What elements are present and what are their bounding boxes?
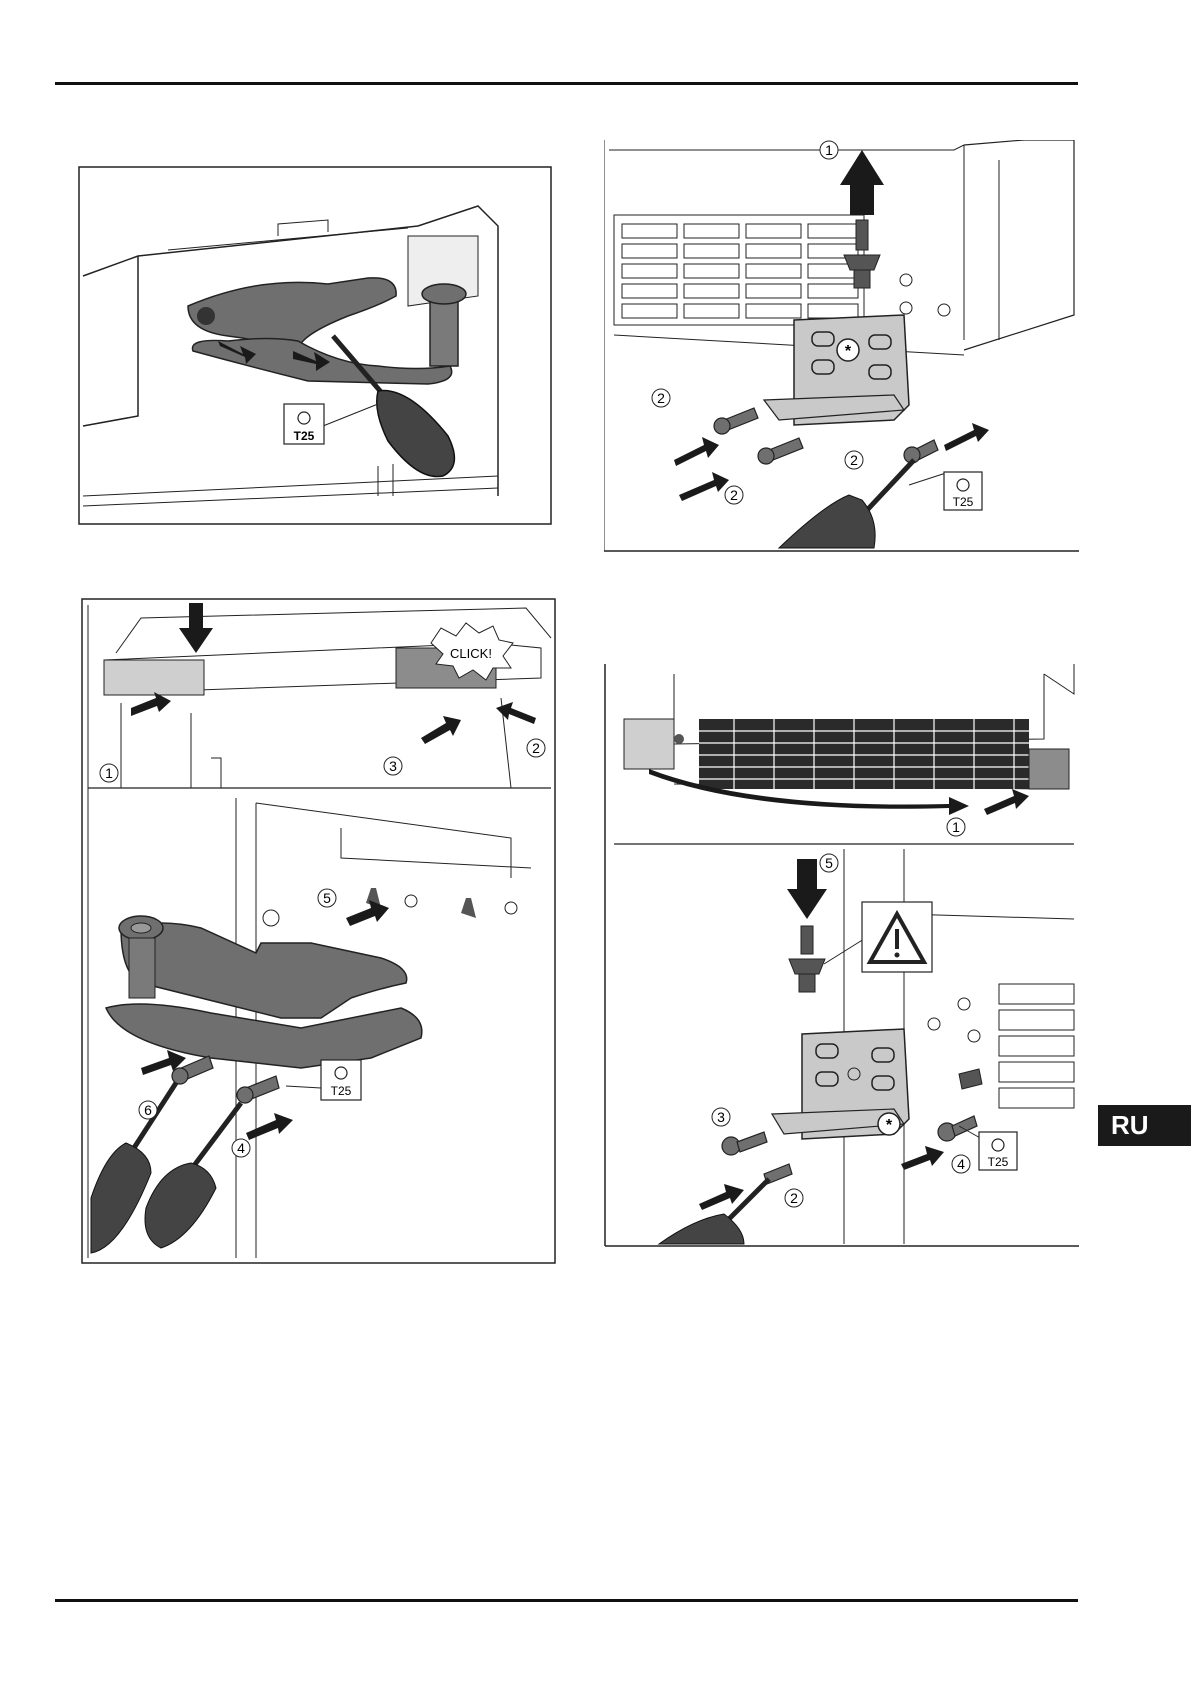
svg-text:*: * [845, 343, 852, 360]
step-2-label: 2 [730, 487, 738, 503]
step-4-label: 4 [237, 1140, 245, 1156]
figure-hinge-installation: CLICK! 1 2 3 5 6 4 T25 [81, 598, 556, 1264]
step-5-label: 5 [825, 855, 833, 871]
figure-lower-hinge-removal: * 1 2 2 2 T25 [604, 140, 1079, 553]
step-2-label: 2 [850, 452, 858, 468]
step-1-label: 1 [825, 142, 833, 158]
step-2-label: 2 [790, 1190, 798, 1206]
tool-label-t25: T25 [331, 1084, 352, 1098]
figure-bracket-installation: 1 * 5 3 2 [604, 664, 1079, 1248]
language-tab: RU [1098, 1105, 1191, 1146]
svg-text:*: * [886, 1117, 893, 1134]
step-2-label: 2 [532, 740, 540, 756]
header-rule [55, 82, 1078, 85]
step-6-label: 6 [144, 1102, 152, 1118]
footer-rule [55, 1599, 1078, 1602]
step-2-label: 2 [657, 390, 665, 406]
step-3-label: 3 [717, 1109, 725, 1125]
tool-label-t25: T25 [953, 495, 974, 509]
step-1-label: 1 [105, 765, 113, 781]
tool-label-t25: T25 [988, 1155, 1009, 1169]
step-3-label: 3 [389, 758, 397, 774]
figure-upper-hinge-removal: T25 [78, 166, 552, 525]
click-label: CLICK! [450, 646, 492, 661]
step-5-label: 5 [323, 890, 331, 906]
tool-label-t25: T25 [294, 429, 315, 443]
step-1-label: 1 [952, 819, 960, 835]
step-4-label: 4 [957, 1156, 965, 1172]
